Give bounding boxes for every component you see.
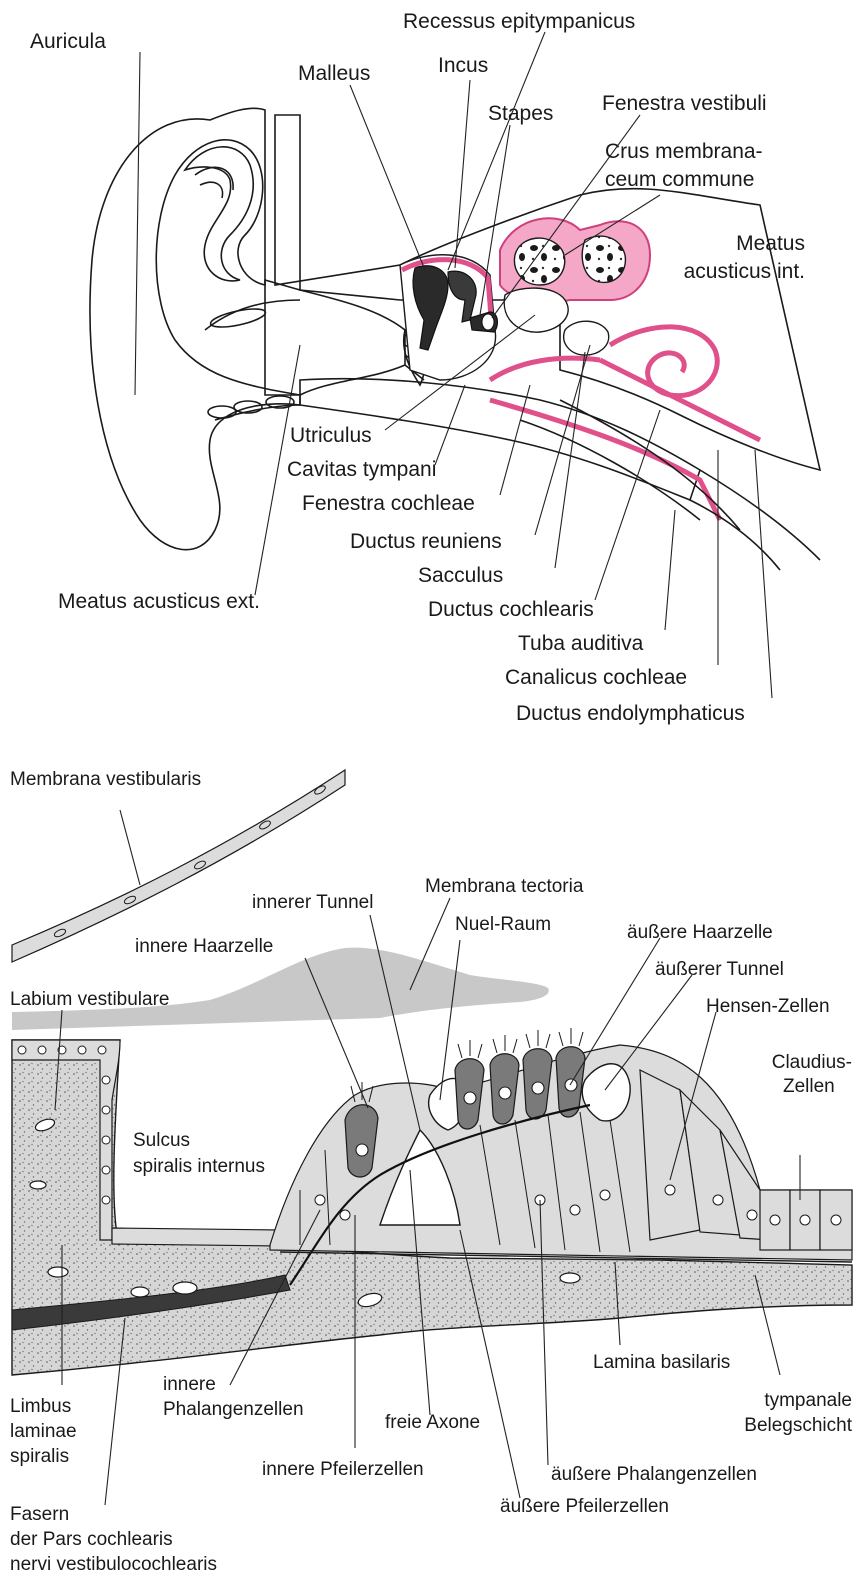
label-nuel-raum: Nuel-Raum bbox=[455, 914, 551, 935]
label-innere-phal-line1: innere bbox=[163, 1374, 216, 1395]
label-crus-line1: Crus membrana- bbox=[605, 140, 763, 163]
external-canal bbox=[265, 280, 405, 395]
label-innerer-tunnel: innerer Tunnel bbox=[252, 892, 373, 913]
label-innere-pfeilerzellen: innere Pfeilerzellen bbox=[262, 1459, 424, 1480]
label-tympanale-line2: Belegschicht bbox=[744, 1415, 852, 1436]
sulcus-floor bbox=[112, 1228, 280, 1246]
label-sacculus: Sacculus bbox=[418, 564, 503, 587]
organ-of-corti-drawing bbox=[12, 770, 852, 1375]
label-membrana-tectoria: Membrana tectoria bbox=[425, 876, 584, 897]
label-incus: Incus bbox=[438, 54, 488, 77]
label-crus-line2: ceum commune bbox=[605, 168, 754, 191]
label-canalicus-cochleae: Canalicus cochleae bbox=[505, 666, 687, 689]
label-claudius-line1: Claudius- bbox=[772, 1052, 852, 1073]
label-malleus: Malleus bbox=[298, 62, 370, 85]
label-sulcus-line2: spiralis internus bbox=[133, 1156, 265, 1177]
label-hensen-zellen: Hensen-Zellen bbox=[706, 996, 830, 1017]
label-innere-haarzelle: innere Haarzelle bbox=[135, 936, 273, 957]
label-utriculus: Utriculus bbox=[290, 424, 372, 447]
label-freie-axone: freie Axone bbox=[385, 1412, 480, 1433]
utriculus-body bbox=[504, 288, 568, 332]
label-lamina-basilaris: Lamina basilaris bbox=[593, 1352, 730, 1373]
label-ductus-cochlearis: Ductus cochlearis bbox=[428, 598, 594, 621]
label-fasern-line1: Fasern bbox=[10, 1504, 69, 1525]
label-limbus-line1: Limbus bbox=[10, 1396, 71, 1417]
label-recessus-epitympanicus: Recessus epitympanicus bbox=[403, 10, 635, 33]
label-aeussere-pfeilerzellen: äußere Pfeilerzellen bbox=[500, 1496, 669, 1517]
label-cavitas-tympani: Cavitas tympani bbox=[287, 458, 436, 481]
vestibular-membrane bbox=[12, 770, 345, 962]
label-aeussere-phalangenzellen: äußere Phalangenzellen bbox=[551, 1464, 757, 1485]
label-fenestra-cochleae: Fenestra cochleae bbox=[302, 492, 475, 515]
label-aeusserer-tunnel: äußerer Tunnel bbox=[655, 959, 784, 980]
tuba-auditiva-tube bbox=[520, 420, 700, 520]
label-claudius-line2: Zellen bbox=[783, 1076, 835, 1097]
label-limbus-line3: spiralis bbox=[10, 1446, 69, 1467]
sacculus-body bbox=[564, 321, 609, 355]
cochlea-spiral bbox=[610, 327, 717, 396]
label-meatus-int-line2: acusticus int. bbox=[684, 260, 805, 283]
label-tympanale-line1: tympanale bbox=[764, 1390, 852, 1411]
label-tuba-auditiva: Tuba auditiva bbox=[518, 632, 644, 655]
label-labium-vestibulare: Labium vestibulare bbox=[10, 989, 169, 1010]
label-fasern-line2: der Pars cochlearis bbox=[10, 1529, 173, 1550]
label-aeussere-haarzelle: äußere Haarzelle bbox=[627, 922, 773, 943]
label-limbus-line2: laminae bbox=[10, 1421, 77, 1442]
label-meatus-int-line1: Meatus bbox=[736, 232, 805, 255]
label-stapes: Stapes bbox=[488, 102, 553, 125]
label-ductus-endolymphaticus: Ductus endolymphaticus bbox=[516, 702, 745, 725]
label-meatus-ext: Meatus acusticus ext. bbox=[58, 590, 260, 613]
label-membrana-vestibularis: Membrana vestibularis bbox=[10, 769, 201, 790]
label-sulcus-line1: Sulcus bbox=[133, 1130, 190, 1151]
label-fenestra-vestibuli: Fenestra vestibuli bbox=[602, 92, 767, 115]
label-ductus-reuniens: Ductus reuniens bbox=[350, 530, 502, 553]
label-auricula: Auricula bbox=[30, 30, 106, 53]
label-innere-phal-line2: Phalangenzellen bbox=[163, 1399, 304, 1420]
label-fasern-line3: nervi vestibulocochlearis bbox=[10, 1554, 217, 1575]
